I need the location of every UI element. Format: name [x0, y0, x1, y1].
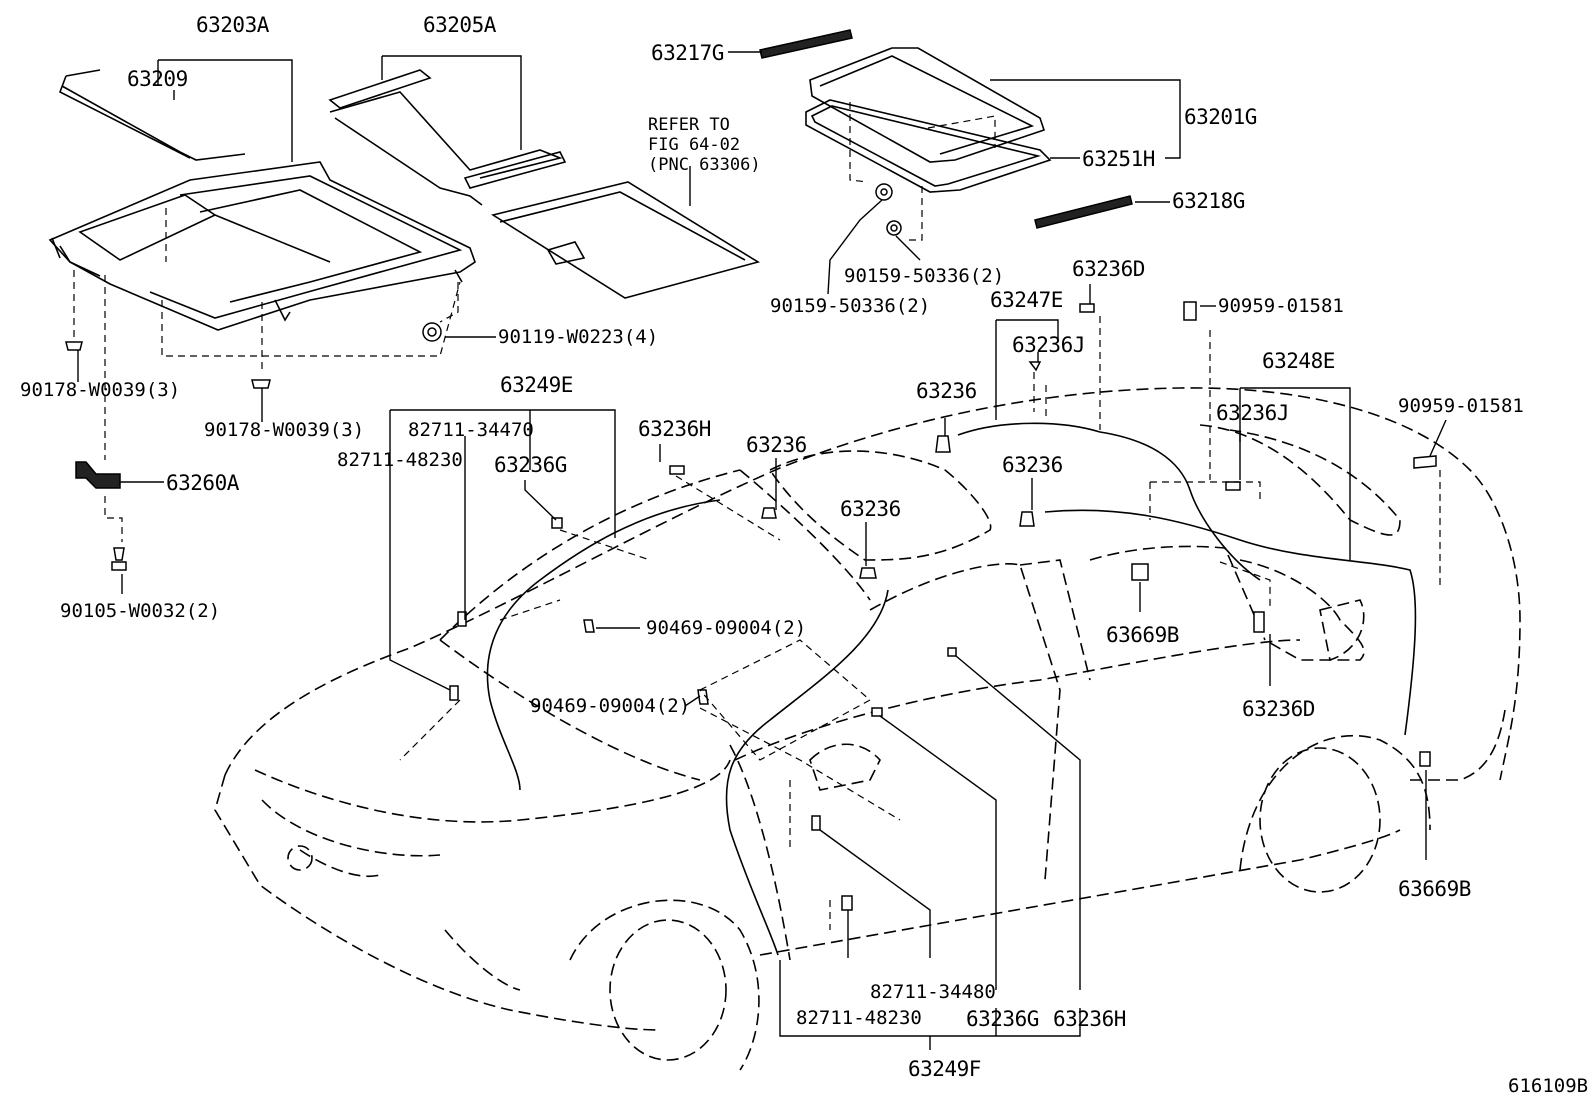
drain-valve-63669B-b-icon[interactable]: [1419, 751, 1431, 767]
label-63236-d: 63236: [1002, 453, 1063, 477]
sunroof-housing-assembly[interactable]: [48, 161, 476, 331]
sunroof-glass-63201G[interactable]: [809, 47, 1046, 163]
label-63236H-bottom: 63236H: [1053, 1007, 1126, 1031]
drain-valve-63669B-a-icon[interactable]: [1131, 563, 1149, 581]
label-90959-01581-a: 90959-01581: [1218, 295, 1344, 317]
clip-63236J-b-icon[interactable]: [1225, 481, 1241, 491]
clip-82711-b-icon[interactable]: [449, 685, 459, 701]
label-90178-W0039-center: 90178-W0039(3): [204, 419, 364, 441]
label-90178-W0039-left: 90178-W0039(3): [20, 379, 180, 401]
clip-63236D-a-icon[interactable]: [1079, 303, 1095, 313]
label-90119-W0223: 90119-W0223(4): [498, 326, 658, 348]
label-63236-c: 63236: [916, 379, 977, 403]
figure-id: 616109B: [1508, 1075, 1588, 1097]
refer-note-line1: REFER TO: [648, 115, 730, 135]
label-63249F: 63249F: [908, 1057, 981, 1081]
clip-63236H-a-icon[interactable]: [669, 465, 685, 475]
label-90159-50336-b: 90159-50336(2): [770, 295, 930, 317]
clip-63236-a-icon[interactable]: [761, 507, 777, 519]
label-82711-48230-top: 82711-48230: [337, 449, 463, 471]
label-90959-01581-b: 90959-01581: [1398, 395, 1524, 417]
grommet-90959-a-icon[interactable]: [1183, 301, 1197, 321]
label-63205A: 63205A: [423, 13, 497, 37]
label-82711-34480: 82711-34480: [870, 981, 996, 1003]
clip-63236-b-icon[interactable]: [859, 567, 877, 579]
label-63669B-center: 63669B: [1106, 623, 1179, 647]
label-63236J-right: 63236J: [1216, 401, 1289, 425]
label-90469-09004-a: 90469-09004(2): [646, 617, 806, 639]
deflector-seal-63218G[interactable]: [1034, 195, 1133, 229]
clip-90178-left-icon[interactable]: [65, 341, 83, 351]
screw-90159-b-icon[interactable]: [886, 220, 902, 236]
screw-90105-icon[interactable]: [111, 547, 127, 571]
refer-note-line2: FIG 64-02: [648, 135, 740, 155]
glass-weatherstrip-63251H[interactable]: [805, 99, 1052, 193]
clip-90178-center-icon[interactable]: [251, 379, 271, 389]
refer-note-line3: (PNC 63306): [648, 155, 761, 175]
label-63669B-rear: 63669B: [1398, 877, 1471, 901]
label-63236-b: 63236: [840, 497, 901, 521]
clip-63236-d-icon[interactable]: [1019, 511, 1035, 527]
sunroof-rail-63205A[interactable]: [328, 69, 567, 206]
label-63236G-bottom: 63236G: [966, 1007, 1039, 1031]
label-90159-50336-a: 90159-50336(2): [844, 265, 1004, 287]
label-63248E: 63248E: [1262, 349, 1335, 373]
label-63236H-top: 63236H: [638, 417, 711, 441]
drain-hose-front-right[interactable]: [725, 589, 889, 956]
label-63217G: 63217G: [651, 41, 724, 65]
bolt-90119-icon[interactable]: [422, 322, 442, 342]
sunroof-drive-cable-63209[interactable]: [58, 69, 246, 161]
clip-90469-a-icon[interactable]: [583, 619, 595, 633]
clip-63236G-a-icon[interactable]: [551, 517, 563, 529]
grommet-90959-b-icon[interactable]: [1413, 455, 1437, 469]
label-63201G: 63201G: [1184, 105, 1257, 129]
label-63247E: 63247E: [990, 288, 1063, 312]
label-63218G: 63218G: [1172, 189, 1245, 213]
clip-82711-d-icon[interactable]: [841, 895, 853, 911]
clip-90469-b-icon[interactable]: [697, 689, 709, 705]
clip-63236H-b-icon[interactable]: [947, 647, 957, 657]
deflector-seal-63217G[interactable]: [759, 29, 853, 59]
clip-63236-c-icon[interactable]: [935, 435, 951, 453]
label-63249E: 63249E: [500, 373, 573, 397]
label-90469-09004-b: 90469-09004(2): [530, 695, 690, 717]
clip-82711-c-icon[interactable]: [811, 815, 821, 831]
clip-63236G-b-icon[interactable]: [871, 707, 883, 717]
sunshade-panel[interactable]: [490, 181, 760, 299]
label-63236G-top: 63236G: [494, 453, 567, 477]
vehicle-body-outline: [214, 387, 1521, 1071]
label-63260A: 63260A: [166, 471, 240, 495]
clip-63236D-b-icon[interactable]: [1253, 611, 1265, 633]
drain-hose-rear-63247E[interactable]: [957, 422, 1261, 581]
label-90105-W0032: 90105-W0032(2): [60, 600, 220, 622]
label-63251H: 63251H: [1082, 147, 1155, 171]
label-63236D-top: 63236D: [1072, 257, 1145, 281]
clip-63236J-a-icon[interactable]: [1028, 361, 1042, 372]
label-63203A: 63203A: [196, 13, 270, 37]
sunroof-motor-63260A[interactable]: [75, 461, 121, 489]
label-63236-a: 63236: [746, 433, 807, 457]
label-82711-48230-bottom: 82711-48230: [796, 1007, 922, 1029]
label-63236J-top: 63236J: [1012, 333, 1085, 357]
label-63209: 63209: [127, 67, 188, 91]
drain-hose-front-left[interactable]: [486, 499, 721, 791]
screw-90159-a-icon[interactable]: [875, 183, 893, 201]
label-63236D-right: 63236D: [1242, 697, 1315, 721]
clip-82711-a-icon[interactable]: [457, 611, 467, 627]
label-82711-34470: 82711-34470: [408, 419, 534, 441]
drain-hose-rear-63248E[interactable]: [1044, 509, 1417, 736]
